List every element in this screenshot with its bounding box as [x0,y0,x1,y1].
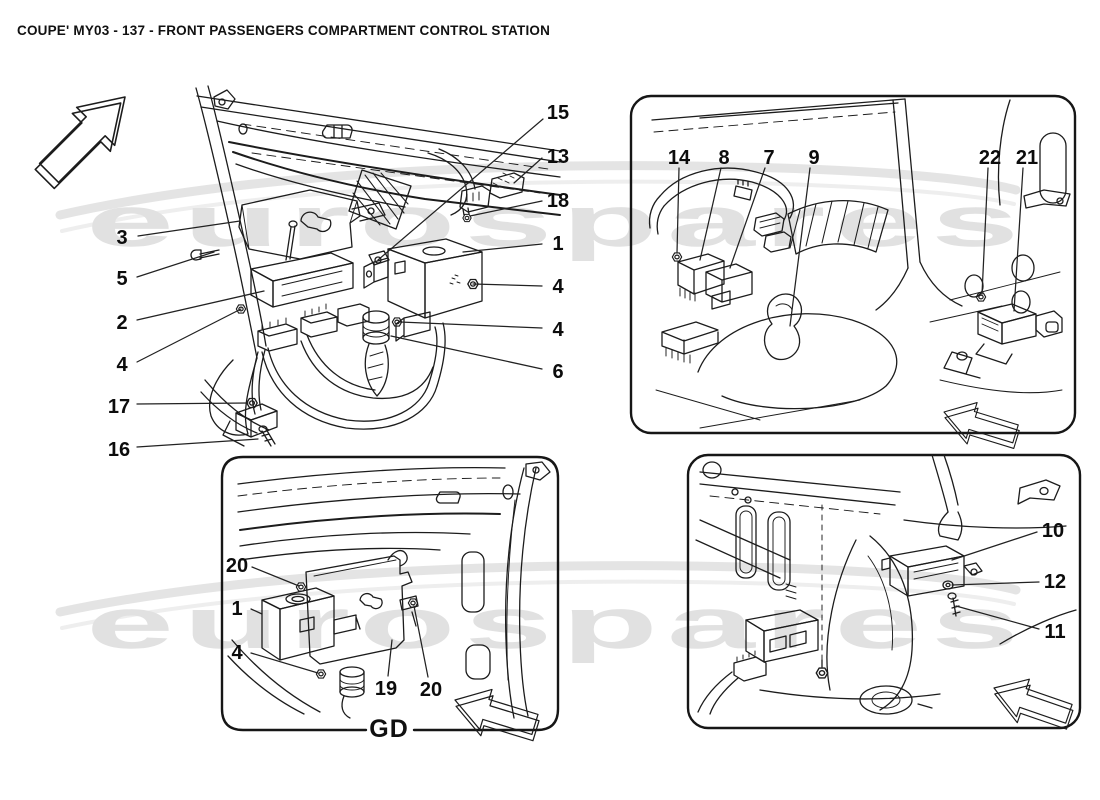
leader-line-1 [462,243,543,253]
leader-line-10 [951,531,1038,561]
leader-line-22 [981,167,989,295]
part-callout-9[interactable]: 9 [808,147,819,169]
ecu-module [975,303,1063,365]
support-module [250,252,354,308]
leader-line-21 [1013,167,1024,312]
leader-line-20 [251,566,300,587]
leader-line-6 [390,335,543,370]
leader-line-9 [789,167,811,327]
ecu-module [261,587,361,661]
part-callout-21[interactable]: 21 [1016,147,1038,169]
direction-arrow [937,393,1023,458]
leader-line-5 [136,251,215,278]
watermark-band-bottom: eurospares [55,561,1021,664]
leader-line-12 [951,581,1040,586]
diagram-passenger-side: GD [220,455,560,752]
part-callout-12[interactable]: 12 [1044,571,1066,593]
part-callout-15[interactable]: 15 [547,102,569,124]
part-callout-19[interactable]: 19 [375,678,397,700]
screw-icon [950,597,961,617]
leader-line-4 [250,652,319,674]
nut-icon [975,292,987,302]
relay-modules [677,253,753,310]
bolt-icon [815,667,829,679]
leader-line-14 [676,167,680,254]
part-callout-22[interactable]: 22 [979,147,1001,169]
hatched-duct [348,169,412,230]
watermark-band-top: eurospares [55,161,1021,262]
leader-line-17 [136,402,249,405]
part-callout-1[interactable]: 1 [231,598,242,620]
part-callout-4[interactable]: 4 [552,319,564,341]
connector-cluster [459,172,525,223]
part-callout-20[interactable]: 20 [226,555,248,577]
leader-line-1 [250,608,263,615]
leader-line-11 [955,605,1040,630]
part-callout-7[interactable]: 7 [763,147,774,169]
part-callout-6[interactable]: 6 [552,361,563,383]
part-callout-4[interactable]: 4 [231,642,243,664]
grommet [339,666,365,719]
connector-blocks [257,303,370,352]
leader-line-4 [136,308,242,363]
leader-line-20 [413,605,429,678]
part-callout-10[interactable]: 10 [1042,520,1064,542]
part-callout-17[interactable]: 17 [108,396,130,418]
support-bracket [763,293,803,361]
part-callout-1[interactable]: 1 [552,233,563,255]
leader-line-4 [399,321,543,329]
part-callout-4[interactable]: 4 [552,276,564,298]
ecu-module-lower [697,609,819,715]
page-title: COUPE' MY03 - 137 - FRONT PASSENGERS COM… [17,23,551,38]
sensor-assembly [222,397,278,447]
mounting-bracket [238,189,386,260]
leader-line-18 [469,200,543,217]
leader-line-19 [387,639,393,677]
drawing-code: GD [369,715,409,743]
leader-line-16 [136,438,259,448]
fixing-clip [368,250,390,266]
mounting-plate [305,549,419,665]
wiring-harness [200,322,446,434]
leader-line-3 [137,220,241,237]
part-callout-4[interactable]: 4 [116,354,128,376]
part-callout-20[interactable]: 20 [420,679,442,701]
part-callout-11[interactable]: 11 [1044,621,1065,643]
diagram-center-console [629,94,1077,458]
part-callout-3[interactable]: 3 [116,227,127,249]
part-callout-18[interactable]: 18 [547,190,569,212]
hatched-duct [787,199,889,255]
leader-line-15 [377,118,544,261]
part-callout-14[interactable]: 14 [668,147,691,169]
screw-icon [261,428,276,447]
leader-line-13 [513,157,543,184]
direction-arrow [24,76,146,199]
diagram-front-left-structure [190,85,561,447]
grommet [362,310,390,397]
screw-icon [190,249,220,261]
part-callout-2[interactable]: 2 [116,312,127,334]
wiper-pivot [321,124,353,139]
part-callout-8[interactable]: 8 [718,147,729,169]
leader-line-7 [729,167,766,269]
part-callout-5[interactable]: 5 [116,268,127,290]
direction-arrow [447,678,543,752]
leader-line-2 [136,290,265,321]
leader-line-4 [472,283,543,287]
diagram-tunnel-side [686,453,1082,740]
nut-icon [315,669,327,679]
part-callout-13[interactable]: 13 [547,146,569,168]
part-callout-16[interactable]: 16 [108,439,130,461]
leader-line-8 [699,167,722,261]
